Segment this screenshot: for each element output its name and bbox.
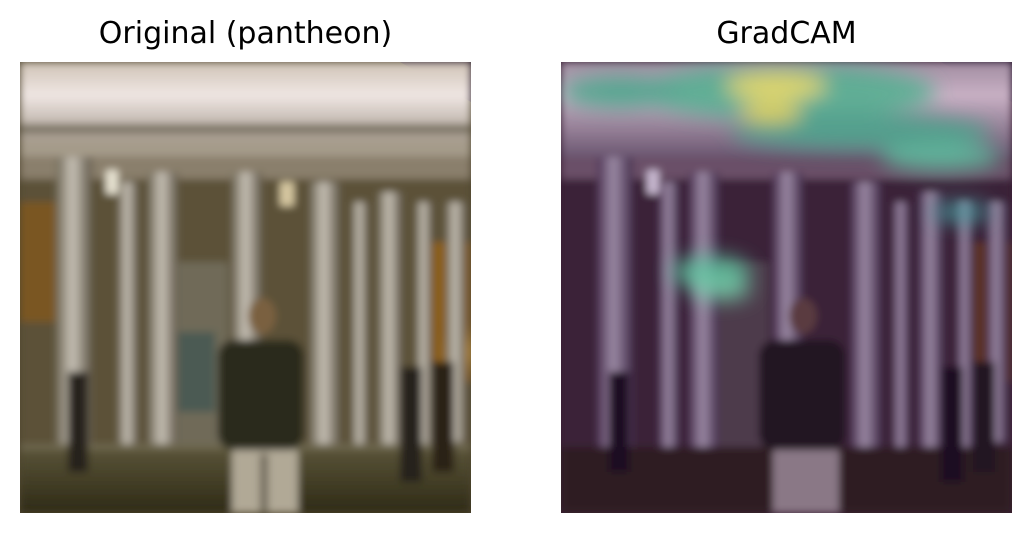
original-panel-title: Original (pantheon) [98,16,393,51]
original-photo-pantheon [20,62,471,513]
gradcam-image [561,62,1012,513]
gradcam-panel-title: GradCAM [716,16,857,51]
gradcam-heatmap-overlay [561,62,1012,513]
original-image [20,62,471,513]
